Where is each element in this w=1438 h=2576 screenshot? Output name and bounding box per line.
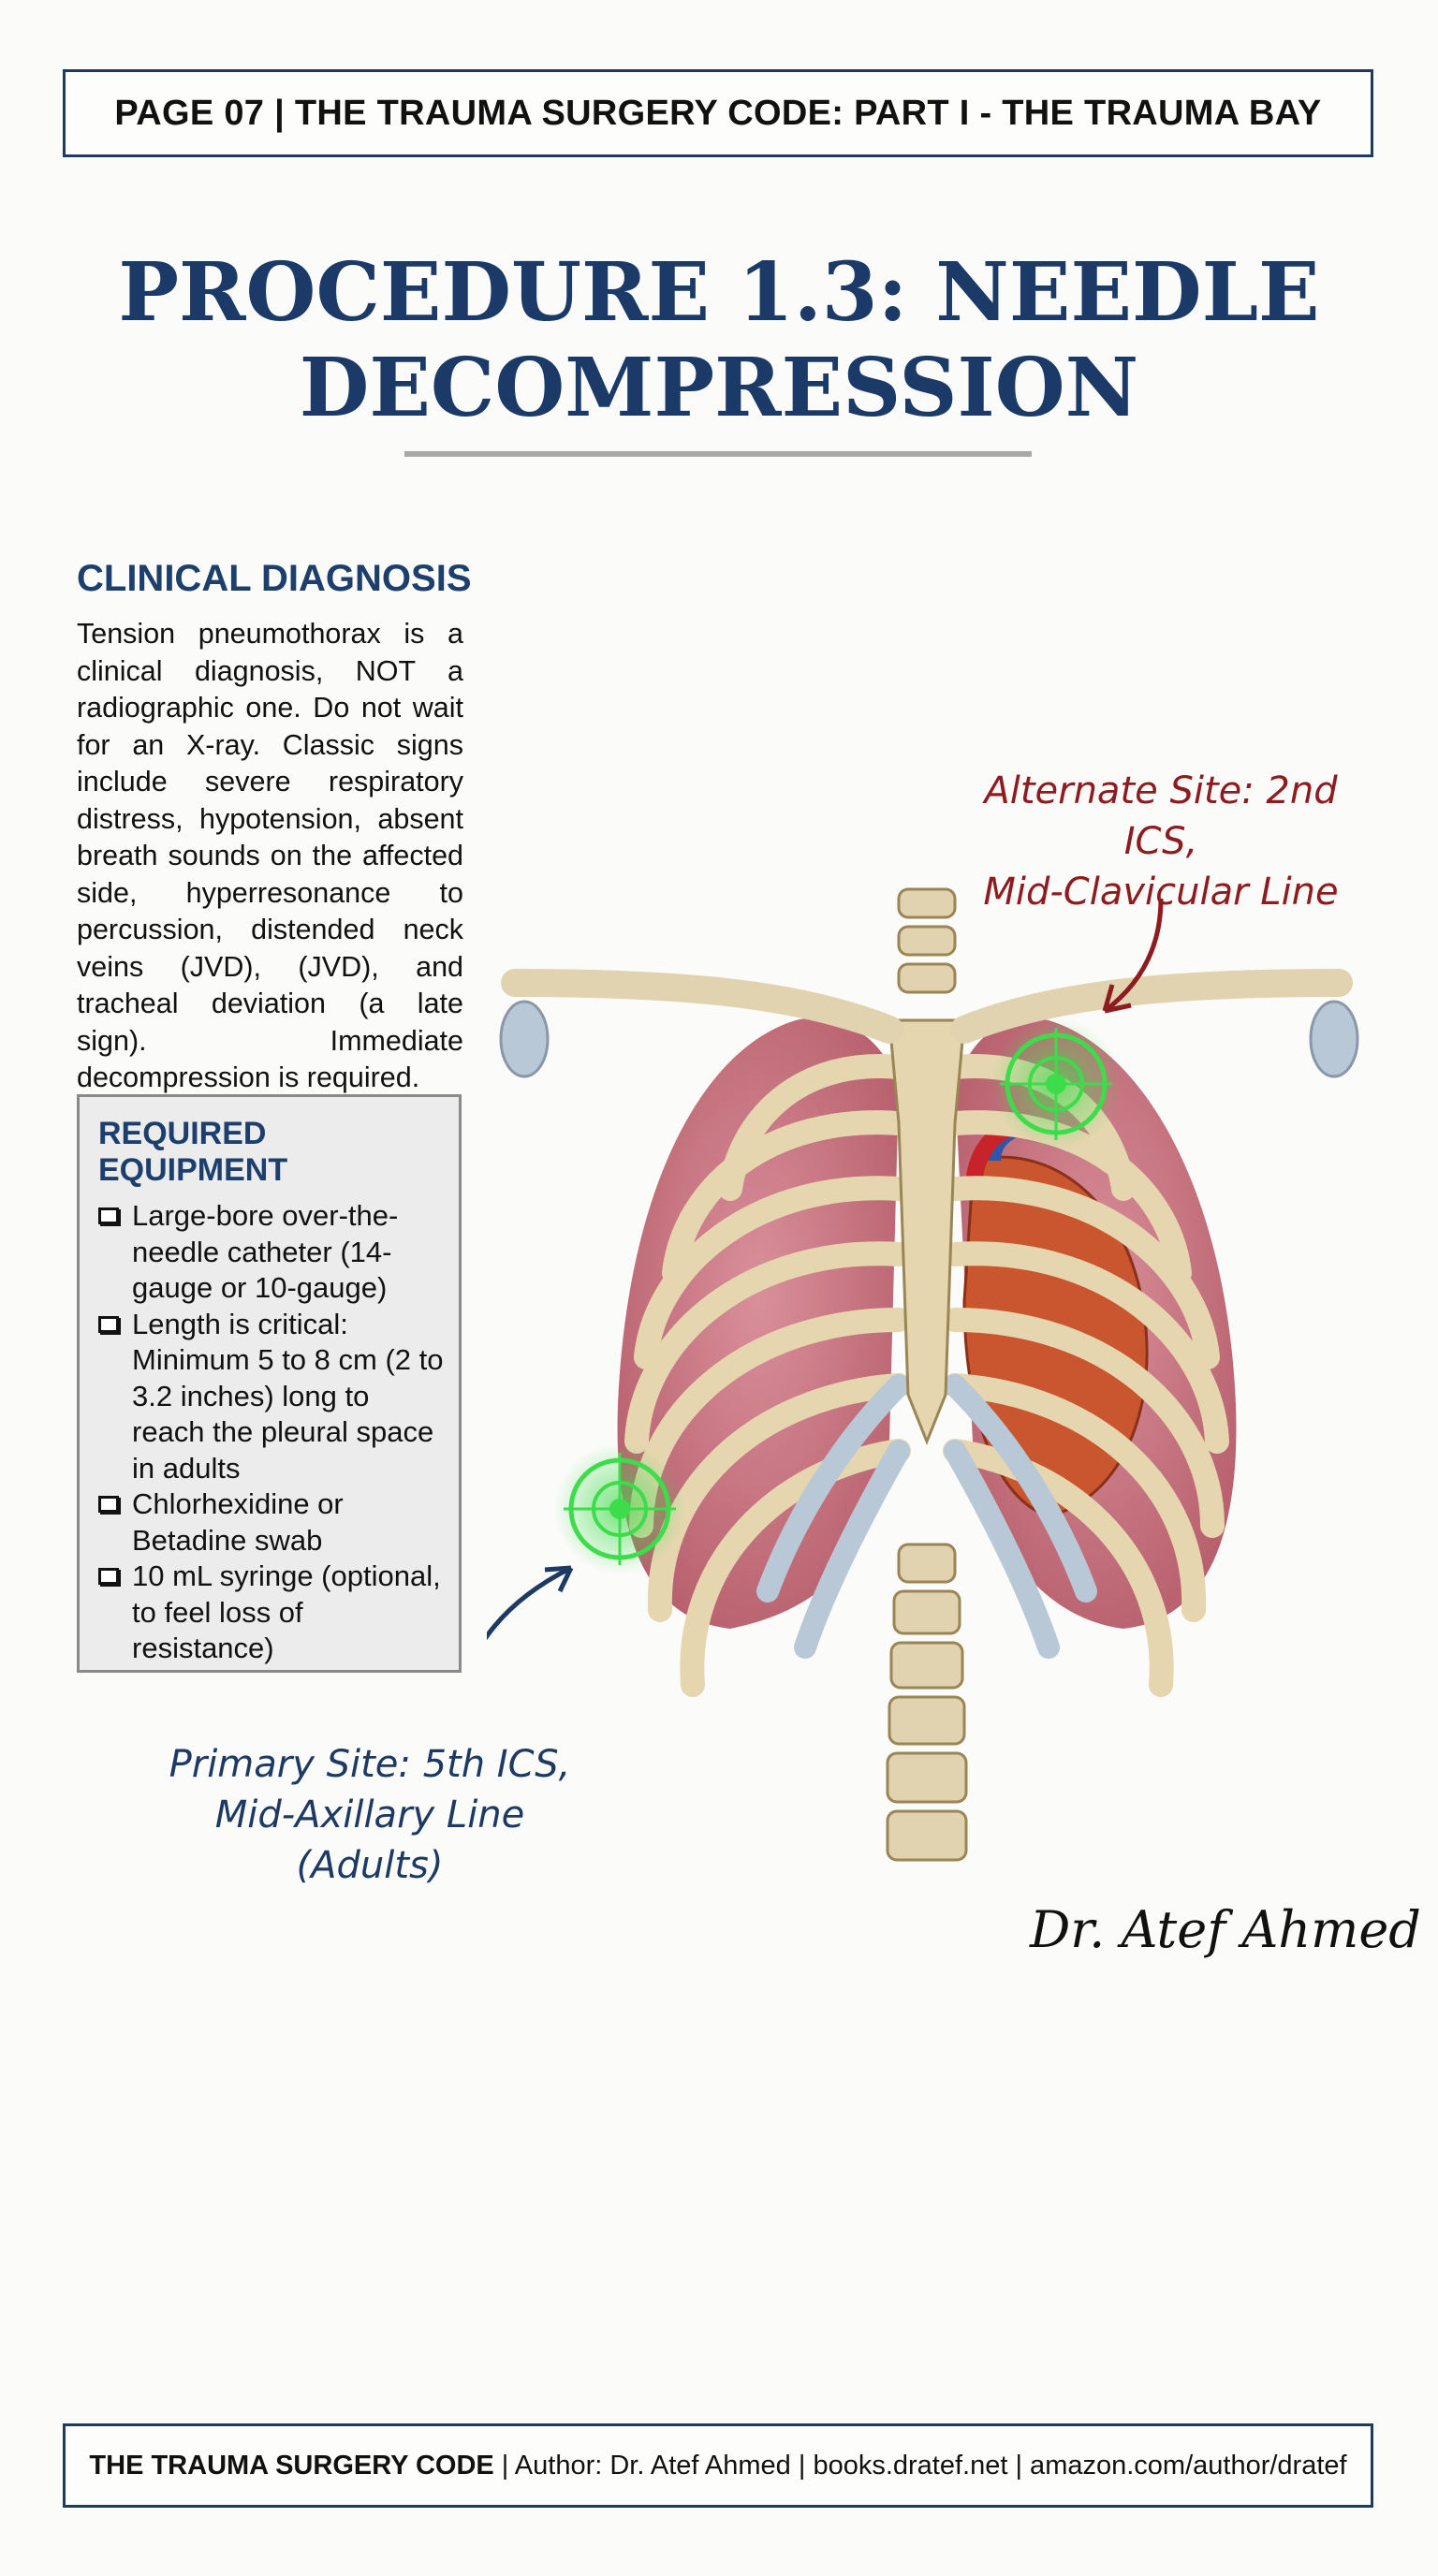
clinical-diagnosis-text: Tension pneumothorax is a clinical diagn… [77, 618, 463, 1093]
author-signature: Dr. Atef Ahmed [1030, 1900, 1421, 1959]
primary-site-target-icon [554, 1443, 685, 1574]
page-header: PAGE 07 | THE TRAUMA SURGERY CODE: PART … [63, 69, 1373, 157]
required-equipment-heading: REQUIRED EQUIPMENT [98, 1116, 288, 1188]
alternate-site-arrow-icon [1102, 898, 1164, 1014]
clinical-diagnosis-heading: CLINICAL DIAGNOSIS [77, 558, 472, 599]
checkbox-icon [98, 1568, 119, 1585]
primary-site-label: Primary Site: 5th ICS, Mid-Axillary Line… [169, 1743, 571, 1887]
equipment-item: Length is critical: Minimum 5 to 8 cm (2… [98, 1307, 449, 1487]
checkbox-icon [98, 1208, 119, 1224]
equipment-item: 10 mL syringe (optional, to feel loss of… [98, 1559, 449, 1667]
ribcage-illustration [487, 887, 1359, 1862]
ribs [624, 1054, 1229, 1697]
footer-brand: THE TRAUMA SURGERY CODE [89, 2450, 494, 2481]
checkbox-icon [98, 1496, 119, 1513]
title-underline [404, 451, 1032, 457]
page-footer: THE TRAUMA SURGERY CODE | Author: Dr. At… [63, 2423, 1373, 2508]
required-equipment-box: REQUIRED EQUIPMENT Large-bore over-the-n… [77, 1094, 462, 1673]
spine [886, 887, 968, 1862]
equipment-item: Chlorhexidine or Betadine swab [98, 1486, 449, 1559]
equipment-item: Large-bore over-the-needle catheter (14-… [98, 1198, 449, 1307]
alternate-site-label: Alternate Site: 2nd ICS, Mid-Clavicular … [983, 769, 1339, 914]
title-line-2: DECOMPRESSION [299, 341, 1139, 435]
costal-cartilage [756, 1374, 1097, 1659]
alternate-site-target-icon [990, 1018, 1122, 1149]
page-title: PROCEDURE 1.3: NEEDLE DECOMPRESSION [0, 245, 1438, 436]
checkbox-icon [98, 1315, 119, 1333]
footer-info: | Author: Dr. Atef Ahmed | books.dratef.… [493, 2450, 1347, 2481]
title-line-1: PROCEDURE 1.3: NEEDLE [118, 245, 1320, 340]
primary-site-arrow-icon [487, 1565, 574, 1641]
